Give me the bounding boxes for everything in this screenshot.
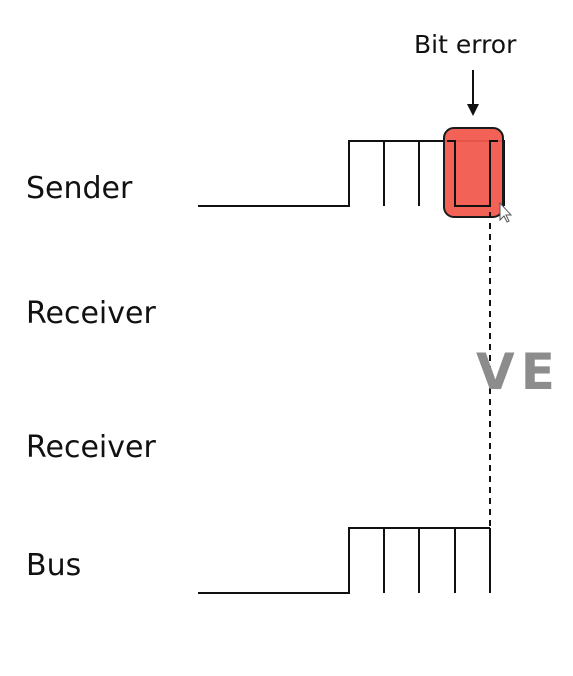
sender-label: Sender	[26, 171, 133, 206]
bus-waveform	[198, 527, 491, 594]
receiver-label-1: Receiver	[26, 296, 156, 331]
bit-error-label: Bit error	[414, 30, 517, 59]
bus-label: Bus	[26, 548, 81, 583]
mouse-cursor-icon	[499, 201, 513, 223]
bit-error-waveform	[447, 140, 498, 207]
bit-error-highlight	[443, 127, 504, 218]
watermark-text: VE	[476, 343, 561, 401]
bit-error-arrow	[467, 70, 479, 116]
receiver-label-2: Receiver	[26, 430, 156, 465]
